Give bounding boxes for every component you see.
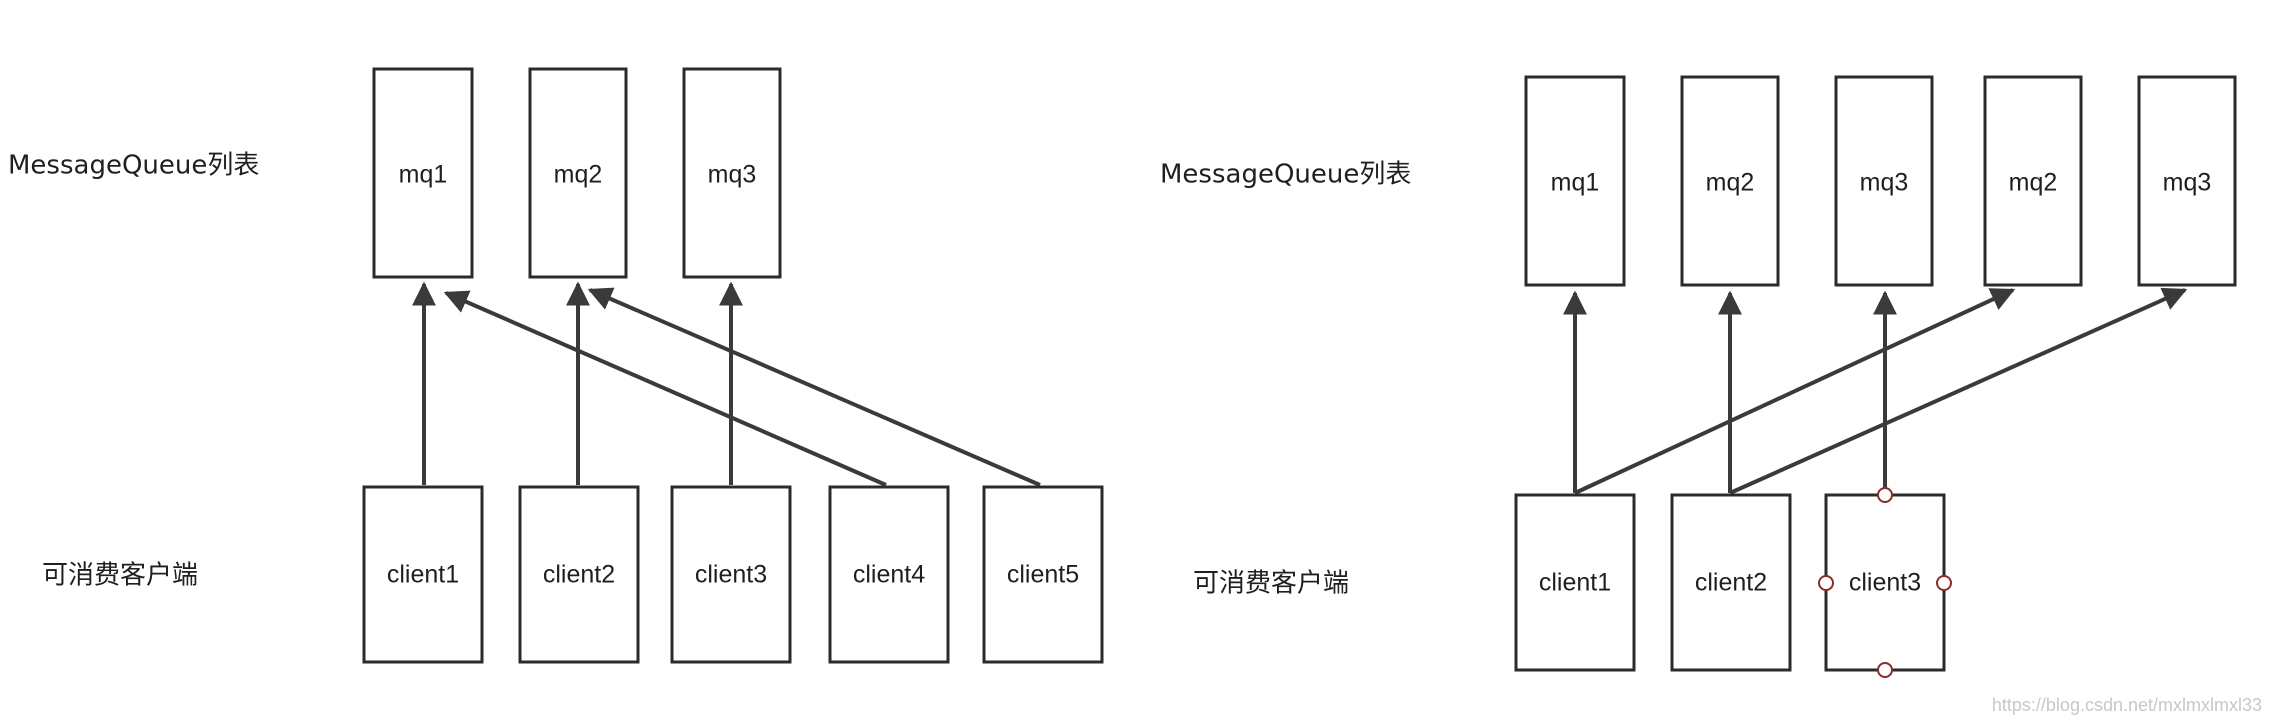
client-label: client4	[853, 561, 925, 589]
selection-handle-top[interactable]	[1877, 487, 1893, 503]
queue-label: mq1	[1551, 169, 1600, 197]
right-client-client2[interactable]: client2	[1670, 493, 1792, 672]
client-box[interactable]	[518, 485, 640, 664]
queue-box[interactable]	[682, 67, 782, 279]
queue-box[interactable]	[1524, 75, 1626, 287]
watermark-text: https://blog.csdn.net/mxlmxlmxl33	[1992, 695, 2262, 715]
queue-label: mq1	[399, 161, 448, 189]
client-label: client2	[1695, 569, 1767, 597]
client-box[interactable]	[362, 485, 484, 664]
left-client-row-label: 可消费客户端	[42, 561, 198, 591]
right-client-client3-selected[interactable]: client3	[1818, 487, 1952, 678]
selection-handle-right[interactable]	[1936, 575, 1952, 591]
client-box[interactable]	[1670, 493, 1792, 672]
client-label: client1	[387, 561, 459, 589]
queue-label: mq3	[708, 161, 757, 189]
left-queue-row-label: MessageQueue列表	[8, 151, 259, 181]
right-queue-mq1[interactable]: mq1	[1524, 75, 1626, 287]
client-box[interactable]	[982, 485, 1104, 664]
queue-label: mq2	[554, 161, 603, 189]
client-label: client2	[543, 561, 615, 589]
queue-label: mq2	[1706, 169, 1755, 197]
queue-box[interactable]	[528, 67, 628, 279]
left-queue-mq3[interactable]: mq3	[682, 67, 782, 279]
queue-box[interactable]	[372, 67, 474, 279]
queue-box[interactable]	[2137, 75, 2237, 287]
left-client-client4[interactable]: client4	[828, 485, 950, 664]
right-queue-mq2[interactable]: mq2	[1680, 75, 1780, 287]
arrow-client5-to-mq2	[587, 287, 1041, 487]
left-arrows	[412, 281, 1041, 487]
client-box[interactable]	[670, 485, 792, 664]
queue-label: mq3	[1860, 169, 1909, 197]
arrow-client1-to-mq2b	[1574, 288, 2016, 495]
left-queue-mq1[interactable]: mq1	[372, 67, 474, 279]
queue-box[interactable]	[1983, 75, 2083, 287]
left-client-client2[interactable]: client2	[518, 485, 640, 664]
left-diagram: MessageQueue列表 可消费客户端 mq1 mq2 mq3 client…	[8, 67, 1104, 664]
client-label: client5	[1007, 561, 1079, 589]
left-client-client5[interactable]: client5	[982, 485, 1104, 664]
left-client-client1[interactable]: client1	[362, 485, 484, 664]
arrow-client4-to-mq1	[443, 290, 887, 487]
queue-label: mq2	[2009, 169, 2058, 197]
queue-label: mq3	[2163, 169, 2212, 197]
right-diagram: MessageQueue列表 可消费客户端 mq1 mq2 mq3 mq2 m	[1160, 75, 2237, 678]
client-box[interactable]	[1514, 493, 1636, 672]
client-label: client3	[1849, 569, 1921, 597]
client-label: client1	[1539, 569, 1611, 597]
right-arrows	[1563, 287, 2188, 495]
client-box[interactable]	[1824, 493, 1946, 672]
right-queue-mq3[interactable]: mq3	[1834, 75, 1934, 287]
selection-handle-left[interactable]	[1818, 575, 1834, 591]
arrow-client2-to-mq3b	[1729, 287, 2188, 495]
selection-handle-bottom[interactable]	[1877, 662, 1893, 678]
right-queue-mq3-second[interactable]: mq3	[2137, 75, 2237, 287]
left-queue-mq2[interactable]: mq2	[528, 67, 628, 279]
right-client-client1[interactable]: client1	[1514, 493, 1636, 672]
left-client-client3[interactable]: client3	[670, 485, 792, 664]
right-queue-row-label: MessageQueue列表	[1160, 160, 1411, 190]
client-label: client3	[695, 561, 767, 589]
queue-box[interactable]	[1834, 75, 1934, 287]
client-box[interactable]	[828, 485, 950, 664]
right-queue-mq2-second[interactable]: mq2	[1983, 75, 2083, 287]
queue-box[interactable]	[1680, 75, 1780, 287]
right-client-row-label: 可消费客户端	[1193, 569, 1349, 599]
